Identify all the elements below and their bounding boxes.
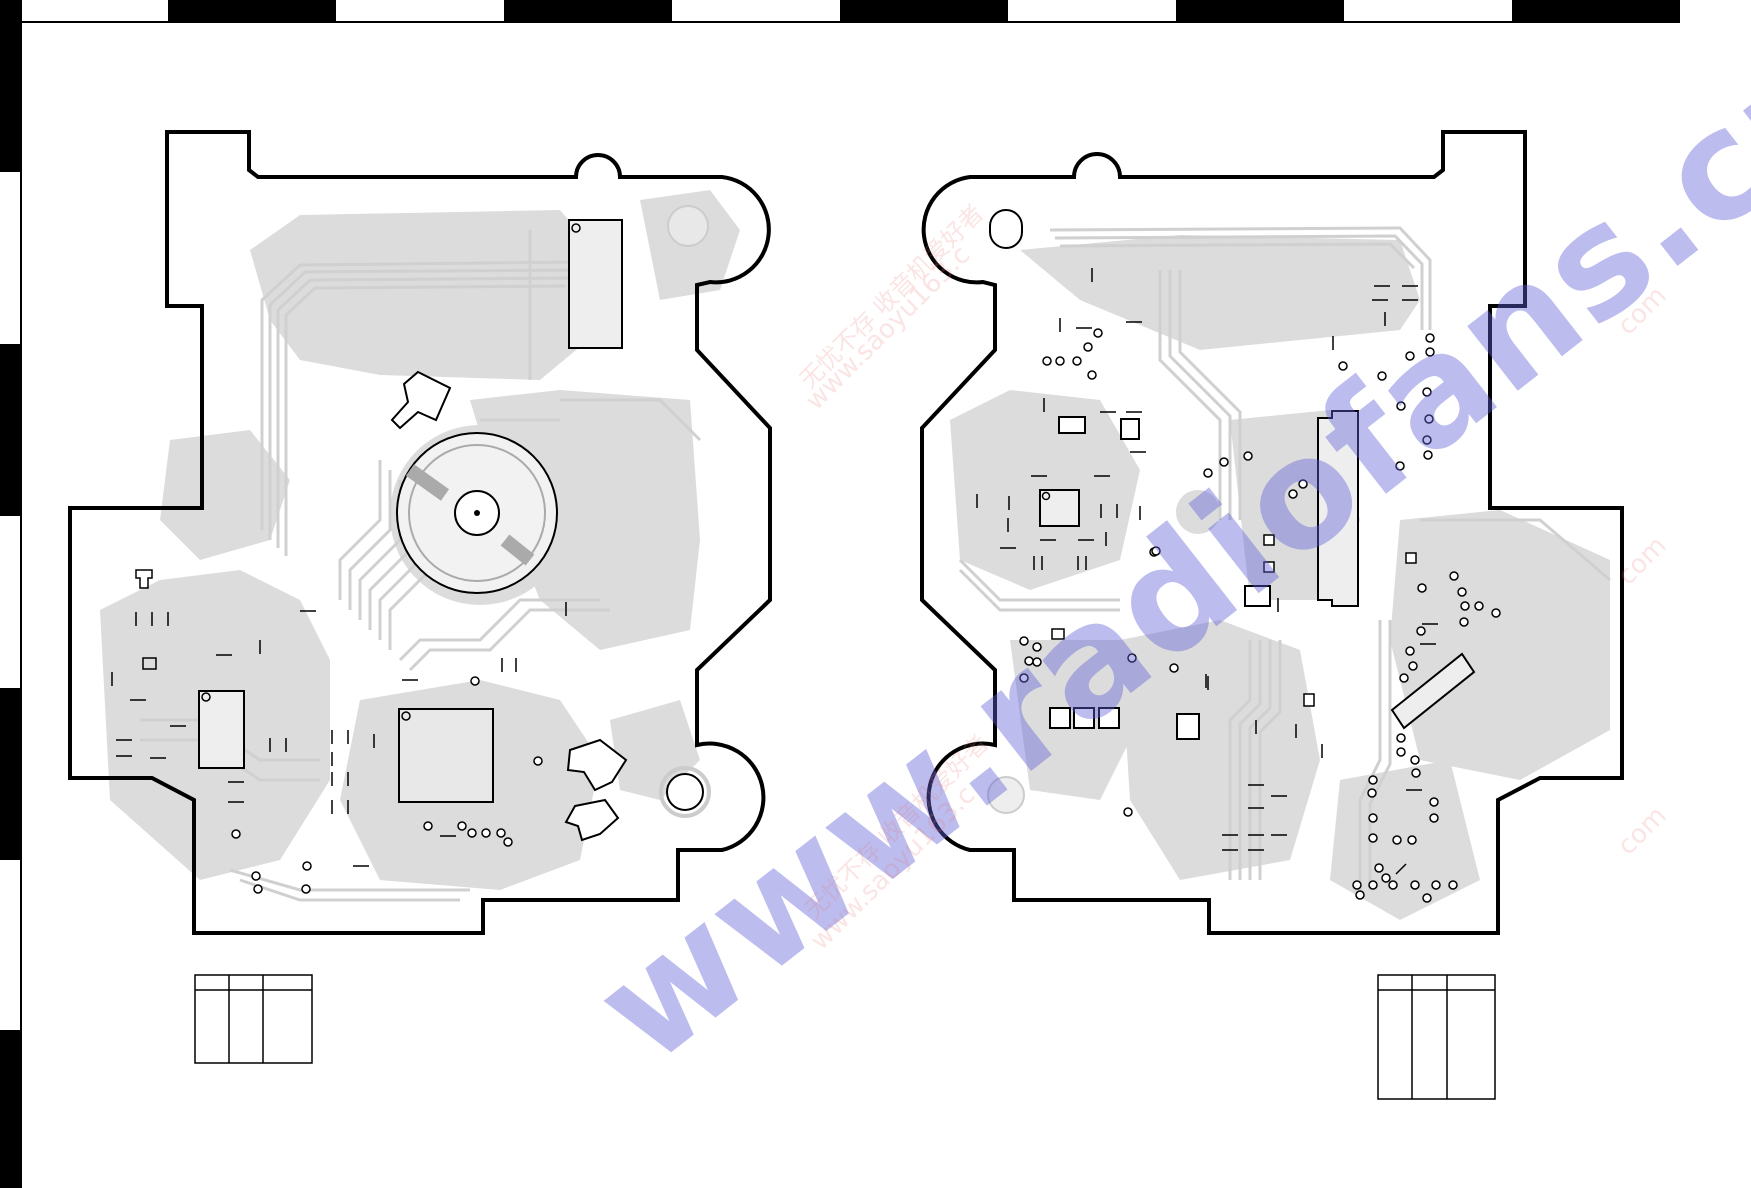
right-smd-row <box>1049 707 1120 729</box>
right-pcb-board <box>920 130 1624 1100</box>
right-smd-small <box>1051 534 1417 707</box>
left-ic-main <box>398 708 494 803</box>
right-vias <box>1019 328 1501 903</box>
right-smd-block-4 <box>1244 585 1271 607</box>
left-ic-top-right <box>568 219 623 349</box>
left-ic-left <box>198 690 245 769</box>
left-smd-marks <box>111 569 567 867</box>
left-board-outline <box>68 130 772 935</box>
left-connector-bottom-1 <box>566 738 628 792</box>
left-border-ruler <box>0 0 22 1188</box>
right-ic-rotated <box>1390 652 1476 730</box>
left-connector-top <box>390 370 452 430</box>
left-spindle-motor <box>396 432 558 594</box>
top-border-ruler <box>0 0 1680 23</box>
right-traces <box>958 226 1611 890</box>
left-mount-hole-bottom <box>666 773 704 811</box>
right-mount-slot <box>989 209 1023 249</box>
left-pcb-board <box>68 130 772 1064</box>
left-mount-hole-top <box>667 205 709 247</box>
right-smd-block-2 <box>1120 418 1140 440</box>
right-smd-marks <box>976 268 1438 875</box>
right-board-outline <box>920 130 1624 935</box>
left-parts-table <box>194 974 313 1064</box>
right-ic-square <box>1039 489 1080 527</box>
left-vias <box>231 676 543 894</box>
right-smd-block-1 <box>1058 416 1086 434</box>
right-parts-table <box>1377 974 1496 1100</box>
right-smd-block-3 <box>1176 713 1200 740</box>
right-fpc-connector <box>1317 410 1359 607</box>
left-connector-bottom-2 <box>564 798 620 842</box>
